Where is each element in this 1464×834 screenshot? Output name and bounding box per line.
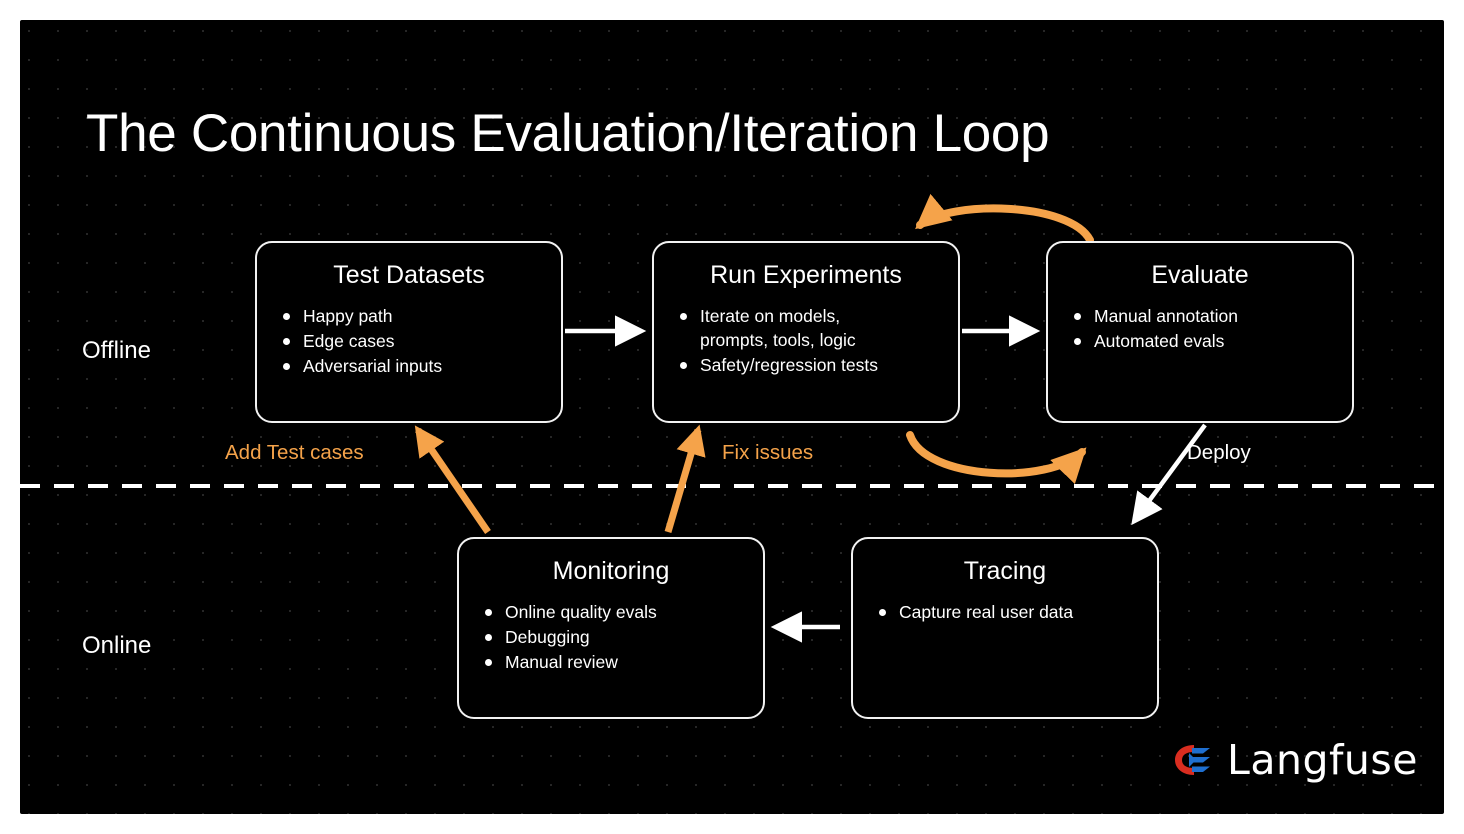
node-title: Run Experiments [710, 261, 902, 289]
node-monitoring[interactable]: Monitoring Online quality evals Debuggin… [457, 537, 765, 719]
arrow-run-to-evaluate-bottom [906, 431, 1087, 485]
node-bullet-list: Happy path Edge cases Adversarial inputs [257, 304, 561, 378]
list-item: Manual annotation [1070, 304, 1352, 328]
list-item: Debugging [481, 625, 763, 649]
list-item-line-1: Iterate on models, [700, 306, 841, 326]
node-bullet-list: Iterate on models, prompts, tools, logic… [654, 304, 958, 377]
list-item: Happy path [279, 304, 561, 328]
edge-label-fix-issues: Fix issues [722, 441, 814, 464]
langfuse-logo: Langfuse [1172, 736, 1418, 784]
node-tracing[interactable]: Tracing Capture real user data [851, 537, 1159, 719]
arrow-monitoring-to-run-experiments [664, 424, 706, 533]
list-item: Adversarial inputs [279, 354, 561, 378]
lane-label-offline: Offline [82, 337, 151, 364]
node-run-experiments[interactable]: Run Experiments Iterate on models, promp… [652, 241, 960, 423]
node-title: Evaluate [1151, 261, 1249, 289]
arrow-evaluate-to-run-top [915, 193, 1094, 244]
edge-label-deploy: Deploy [1187, 441, 1251, 464]
arrow-monitoring-to-test-datasets [414, 425, 491, 534]
list-item-line-2: prompts, tools, logic [700, 330, 856, 350]
list-item: Automated evals [1070, 329, 1352, 353]
langfuse-mark-icon [1175, 745, 1211, 775]
node-title: Tracing [963, 557, 1047, 585]
lane-label-online: Online [82, 632, 152, 659]
node-bullet-list: Manual annotation Automated evals [1048, 304, 1352, 353]
diagram-canvas: The Continuous Evaluation/Iteration Loop… [20, 20, 1444, 814]
list-item: Online quality evals [481, 600, 763, 624]
node-title: Test Datasets [333, 261, 485, 289]
langfuse-wordmark: Langfuse [1227, 736, 1418, 784]
arrow-evaluate-to-tracing [1131, 423, 1207, 526]
node-bullet-list: Online quality evals Debugging Manual re… [459, 600, 763, 674]
node-evaluate[interactable]: Evaluate Manual annotation Automated eva… [1046, 241, 1354, 423]
node-test-datasets[interactable]: Test Datasets Happy path Edge cases Adve… [255, 241, 563, 423]
list-item: Safety/regression tests [676, 353, 958, 377]
list-item: Edge cases [279, 329, 561, 353]
list-item: Manual review [481, 650, 763, 674]
list-item: Capture real user data [875, 600, 1157, 624]
node-bullet-list: Capture real user data [853, 600, 1157, 624]
node-title: Monitoring [552, 557, 670, 585]
edge-label-add-test-cases: Add Test cases [225, 441, 364, 464]
page-title: The Continuous Evaluation/Iteration Loop [86, 104, 1050, 163]
list-item: Iterate on models, prompts, tools, logic [676, 304, 958, 352]
